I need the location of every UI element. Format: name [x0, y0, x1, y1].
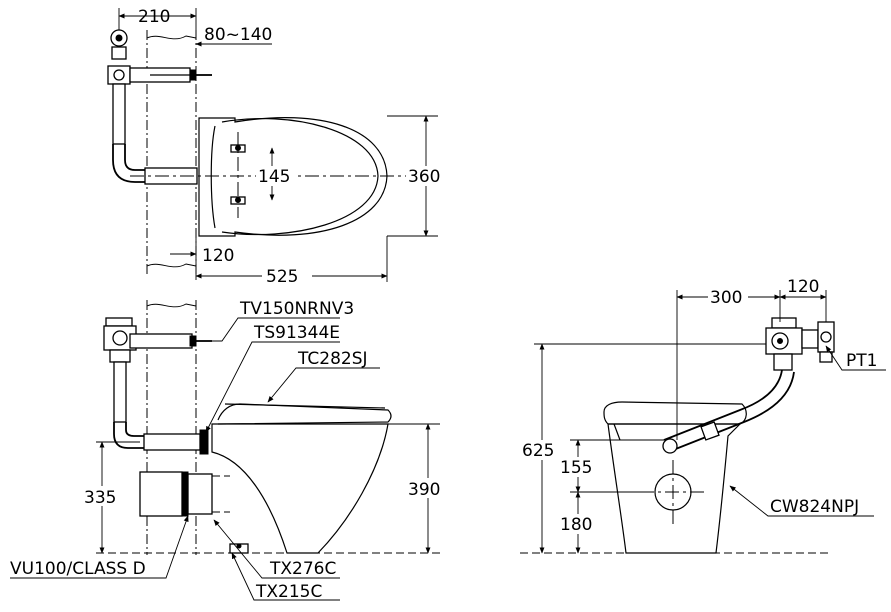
top-view — [107, 29, 412, 275]
dim-seat-width: 360 — [408, 167, 440, 187]
front-view — [520, 317, 835, 554]
top-view-dimensions: 210 80~140 145 360 120 525 — [118, 7, 444, 287]
dim-overall-depth: 525 — [266, 267, 298, 287]
dim-inlet-height: 155 — [560, 458, 592, 478]
dim-bowl-height: 390 — [408, 480, 440, 500]
label-connector: TS91344E — [253, 323, 340, 343]
dim-total-height: 625 — [522, 441, 554, 461]
label-vacuum-breaker: VU100/CLASS D — [10, 559, 146, 579]
side-view — [96, 300, 440, 555]
dim-wall-gap: 120 — [202, 246, 234, 266]
label-flush-pipe: CW824NPJ — [770, 497, 859, 517]
label-stop-valve: PT1 — [846, 351, 877, 371]
label-flush-valve: TV150NRNV3 — [239, 299, 354, 319]
label-floor-flange: TX276C — [269, 559, 336, 579]
front-part-labels: PT1 CW824NPJ — [729, 345, 886, 517]
dim-valve-offset: 120 — [787, 277, 819, 297]
dim-rear-to-valve: 300 — [710, 288, 742, 308]
dim-top-width: 210 — [138, 7, 170, 27]
dim-side-supply-height: 335 — [84, 488, 116, 508]
front-view-dimensions: 300 120 625 155 180 — [522, 277, 827, 554]
part-labels: TV150NRNV3 TS91344E TC282SJ VU100/CLASS … — [10, 299, 380, 602]
label-floor-seal: TX215C — [255, 582, 322, 602]
dim-outlet-height: 180 — [560, 515, 592, 535]
label-seat: TC282SJ — [297, 349, 368, 369]
dim-top-offset: 80~140 — [204, 25, 272, 45]
dim-seat-center: 145 — [258, 167, 290, 187]
side-view-dimensions: 335 390 — [83, 423, 448, 554]
